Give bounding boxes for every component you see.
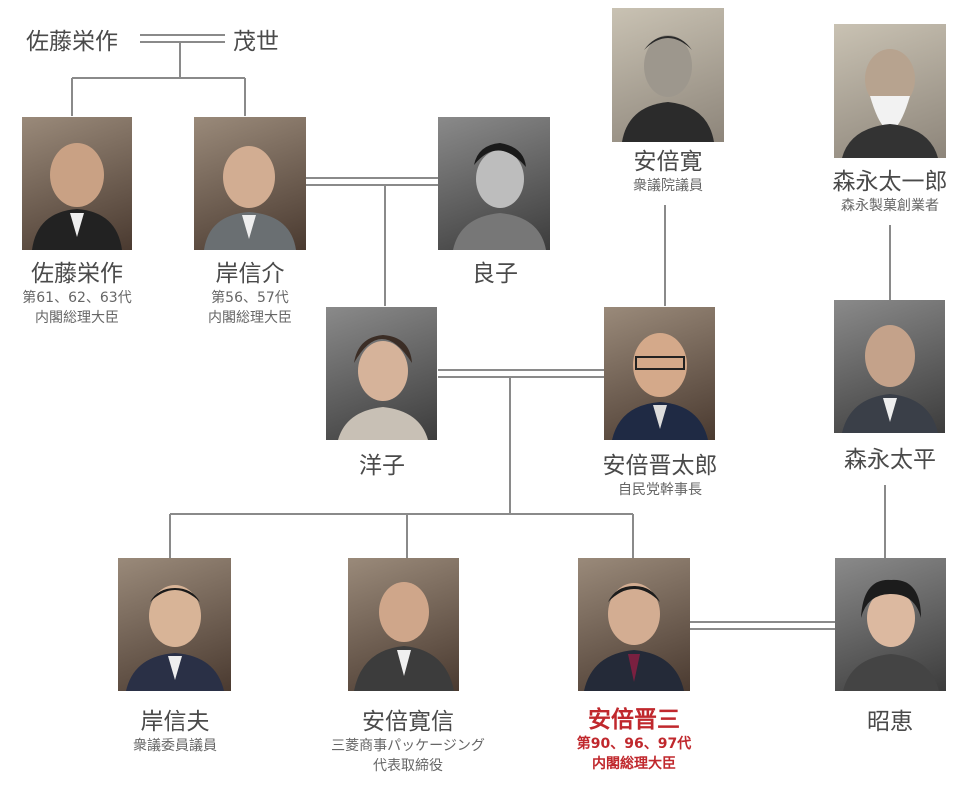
person-name: 安倍寛 [633, 149, 703, 175]
photo-sato-eisaku [22, 117, 132, 250]
person-abe-kan: 安倍寛 衆議院議員 [583, 148, 753, 196]
person-name: 良子 [472, 261, 518, 287]
person-name: 安倍晋三 [588, 707, 680, 733]
photo-abe-kan [612, 8, 724, 142]
person-name: 洋子 [359, 453, 405, 479]
photo-yoko [326, 307, 437, 440]
person-desc: 第90、96、97代 [576, 736, 692, 752]
person-desc: 第61、62、63代 [22, 290, 132, 306]
person-morinaga-taihei: 森永太平 [805, 446, 961, 474]
person-kishi-nobusuke: 岸信介 第56、57代 内閣総理大臣 [165, 260, 335, 328]
photo-abe-hironobu [348, 558, 459, 691]
photo-abe-shintaro [604, 307, 715, 440]
person-desc: 森永製菓創業者 [841, 198, 939, 214]
person-name: 佐藤栄作 [31, 261, 123, 287]
person-yoko: 洋子 [297, 452, 467, 480]
person-yoshiko: 良子 [410, 260, 580, 288]
person-name: 昭恵 [867, 709, 913, 735]
person-desc: 第56、57代 [211, 290, 289, 306]
photo-yoshiko [438, 117, 550, 250]
person-kishi-nobuo: 岸信夫 衆議委員議員 [90, 708, 260, 756]
person-desc: 内閣総理大臣 [208, 310, 292, 326]
person-sato-eisaku: 佐藤栄作 第61、62、63代 内閣総理大臣 [0, 260, 162, 328]
person-akie: 昭恵 [805, 708, 961, 736]
person-name: 安倍寛信 [362, 709, 454, 735]
photo-kishi-nobusuke [194, 117, 306, 250]
top-couple-wife: 茂世 [233, 29, 279, 55]
person-abe-shinzo: 安倍晋三 第90、96、97代 内閣総理大臣 [548, 706, 720, 774]
person-abe-shintaro: 安倍晋太郎 自民党幹事長 [575, 452, 745, 500]
person-name: 岸信夫 [140, 709, 210, 735]
person-desc: 内閣総理大臣 [592, 756, 676, 772]
person-desc: 衆議院議員 [633, 178, 703, 194]
person-name: 岸信介 [215, 261, 285, 287]
person-abe-hironobu: 安倍寛信 三菱商事パッケージング 代表取締役 [303, 708, 513, 776]
photo-kishi-nobuo [118, 558, 231, 691]
photo-morinaga-taihei [834, 300, 945, 433]
person-name: 安倍晋太郎 [602, 453, 718, 479]
person-morinaga-taichiro: 森永太一郎 森永製菓創業者 [800, 168, 961, 216]
person-desc: 内閣総理大臣 [35, 310, 119, 326]
person-name: 森永太平 [844, 447, 936, 473]
photo-abe-shinzo [578, 558, 690, 691]
photo-akie [835, 558, 946, 691]
person-desc: 自民党幹事長 [618, 482, 702, 498]
photo-morinaga-taichiro [834, 24, 946, 158]
person-desc: 衆議委員議員 [133, 738, 217, 754]
top-couple-husband: 佐藤栄作 [26, 29, 118, 55]
person-name: 森永太一郎 [832, 169, 948, 195]
person-desc: 三菱商事パッケージング [331, 738, 485, 754]
person-desc: 代表取締役 [373, 758, 443, 774]
